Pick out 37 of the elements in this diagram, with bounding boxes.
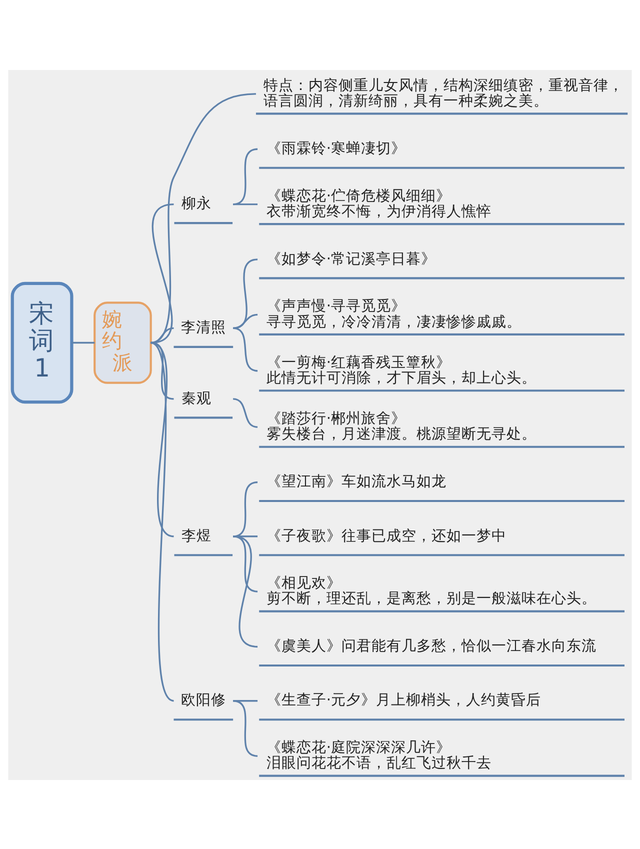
node-box: 婉约派 [94,301,152,384]
node-text: 欧阳修 [181,691,226,708]
connector [232,398,258,428]
node-text: 《一剪梅·红藕香残玉簟秋》 此情无计可消除，才下眉头，却上心头。 [266,353,536,386]
connector [150,92,256,344]
node-text: 《望江南》车如流水马如龙 [266,472,446,490]
connector [150,341,174,400]
node-text: 李清照 [181,318,226,336]
connector [233,202,258,205]
connector [150,326,174,344]
connector [232,326,258,372]
connector [232,535,258,648]
node-text: 《声声慢·寻寻觅觅》 寻寻觅觅，冷冷清清，凄凄惨惨戚戚。 [266,297,522,330]
node-text: 《踏莎行·郴州旅舍》 雾失楼台，月迷津渡。桃源望断无寻处。 [266,410,536,442]
connector [232,700,258,756]
connector [150,202,174,344]
connector [233,700,258,702]
node-text: 《蝶恋花·伫倚危楼风细细》 衣带渐宽终不悔，为伊消得人憔悴 [266,186,492,220]
node-text: 《子夜歌》往事已成空，还如一梦中 [266,526,506,544]
node-text: 秦观 [182,389,212,406]
connector [233,535,258,537]
connector [232,148,258,205]
connector [232,258,258,328]
connector [150,342,174,701]
connector [150,342,174,537]
connector [72,341,95,344]
node-text: 《蝶恋花·庭院深深深几许》 泪眼问花花不语，乱红飞过秋千去 [266,738,492,772]
node-box: 宋词1 [10,281,74,404]
node-text: 《如梦令·常记溪亭日暮》 [266,250,436,267]
node-text: 《生查子·元夕》月上柳梢头，人约黄昏后 [266,691,542,708]
node-text: 《相见欢》 剪不断，理还乱，是离愁，别是一般滋味在心头。 [266,574,596,607]
node-text: 《雨霖铃·寒蝉凄切》 [266,139,406,156]
node-text: 李煜 [182,526,212,544]
node-text: 柳永 [182,194,212,212]
node-text: 特点：内容侧重儿女风情，结构深细缜密，重视音律，语言圆润，清新绮丽，具有一种柔婉之美。 [263,76,624,110]
connector [233,313,258,328]
node-text: 《虞美人》问君能有几多愁，恰似一江春水向东流 [266,637,596,654]
